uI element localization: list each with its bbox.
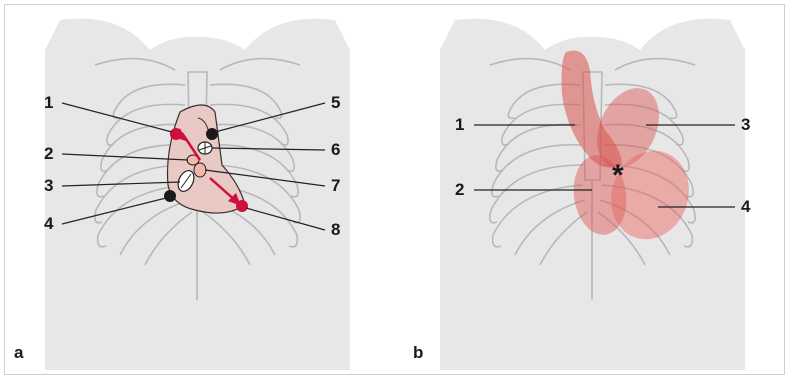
point-8: [236, 200, 248, 212]
point-4: [164, 190, 176, 202]
label-a-7: 7: [331, 176, 340, 195]
label-a-6: 6: [331, 140, 340, 159]
label-b-4: 4: [741, 197, 751, 216]
label-a-5: 5: [331, 93, 340, 112]
asterisk-marker: *: [612, 159, 624, 192]
point-1: [170, 128, 182, 140]
panel-letter-b: b: [413, 343, 423, 362]
label-a-3: 3: [44, 176, 53, 195]
point-5: [206, 128, 218, 140]
label-a-4: 4: [44, 214, 54, 233]
label-a-8: 8: [331, 220, 340, 239]
mitral-valve-icon: [194, 163, 206, 177]
panel-a: 1 2 3 4 5 6 7 8 a: [14, 19, 350, 370]
panel-b: * 1 2 3 4 b: [413, 19, 751, 370]
label-a-1: 1: [44, 93, 53, 112]
label-b-1: 1: [455, 115, 464, 134]
label-b-2: 2: [455, 180, 464, 199]
label-b-3: 3: [741, 115, 750, 134]
panel-letter-a: a: [14, 343, 24, 362]
label-a-2: 2: [44, 144, 53, 163]
